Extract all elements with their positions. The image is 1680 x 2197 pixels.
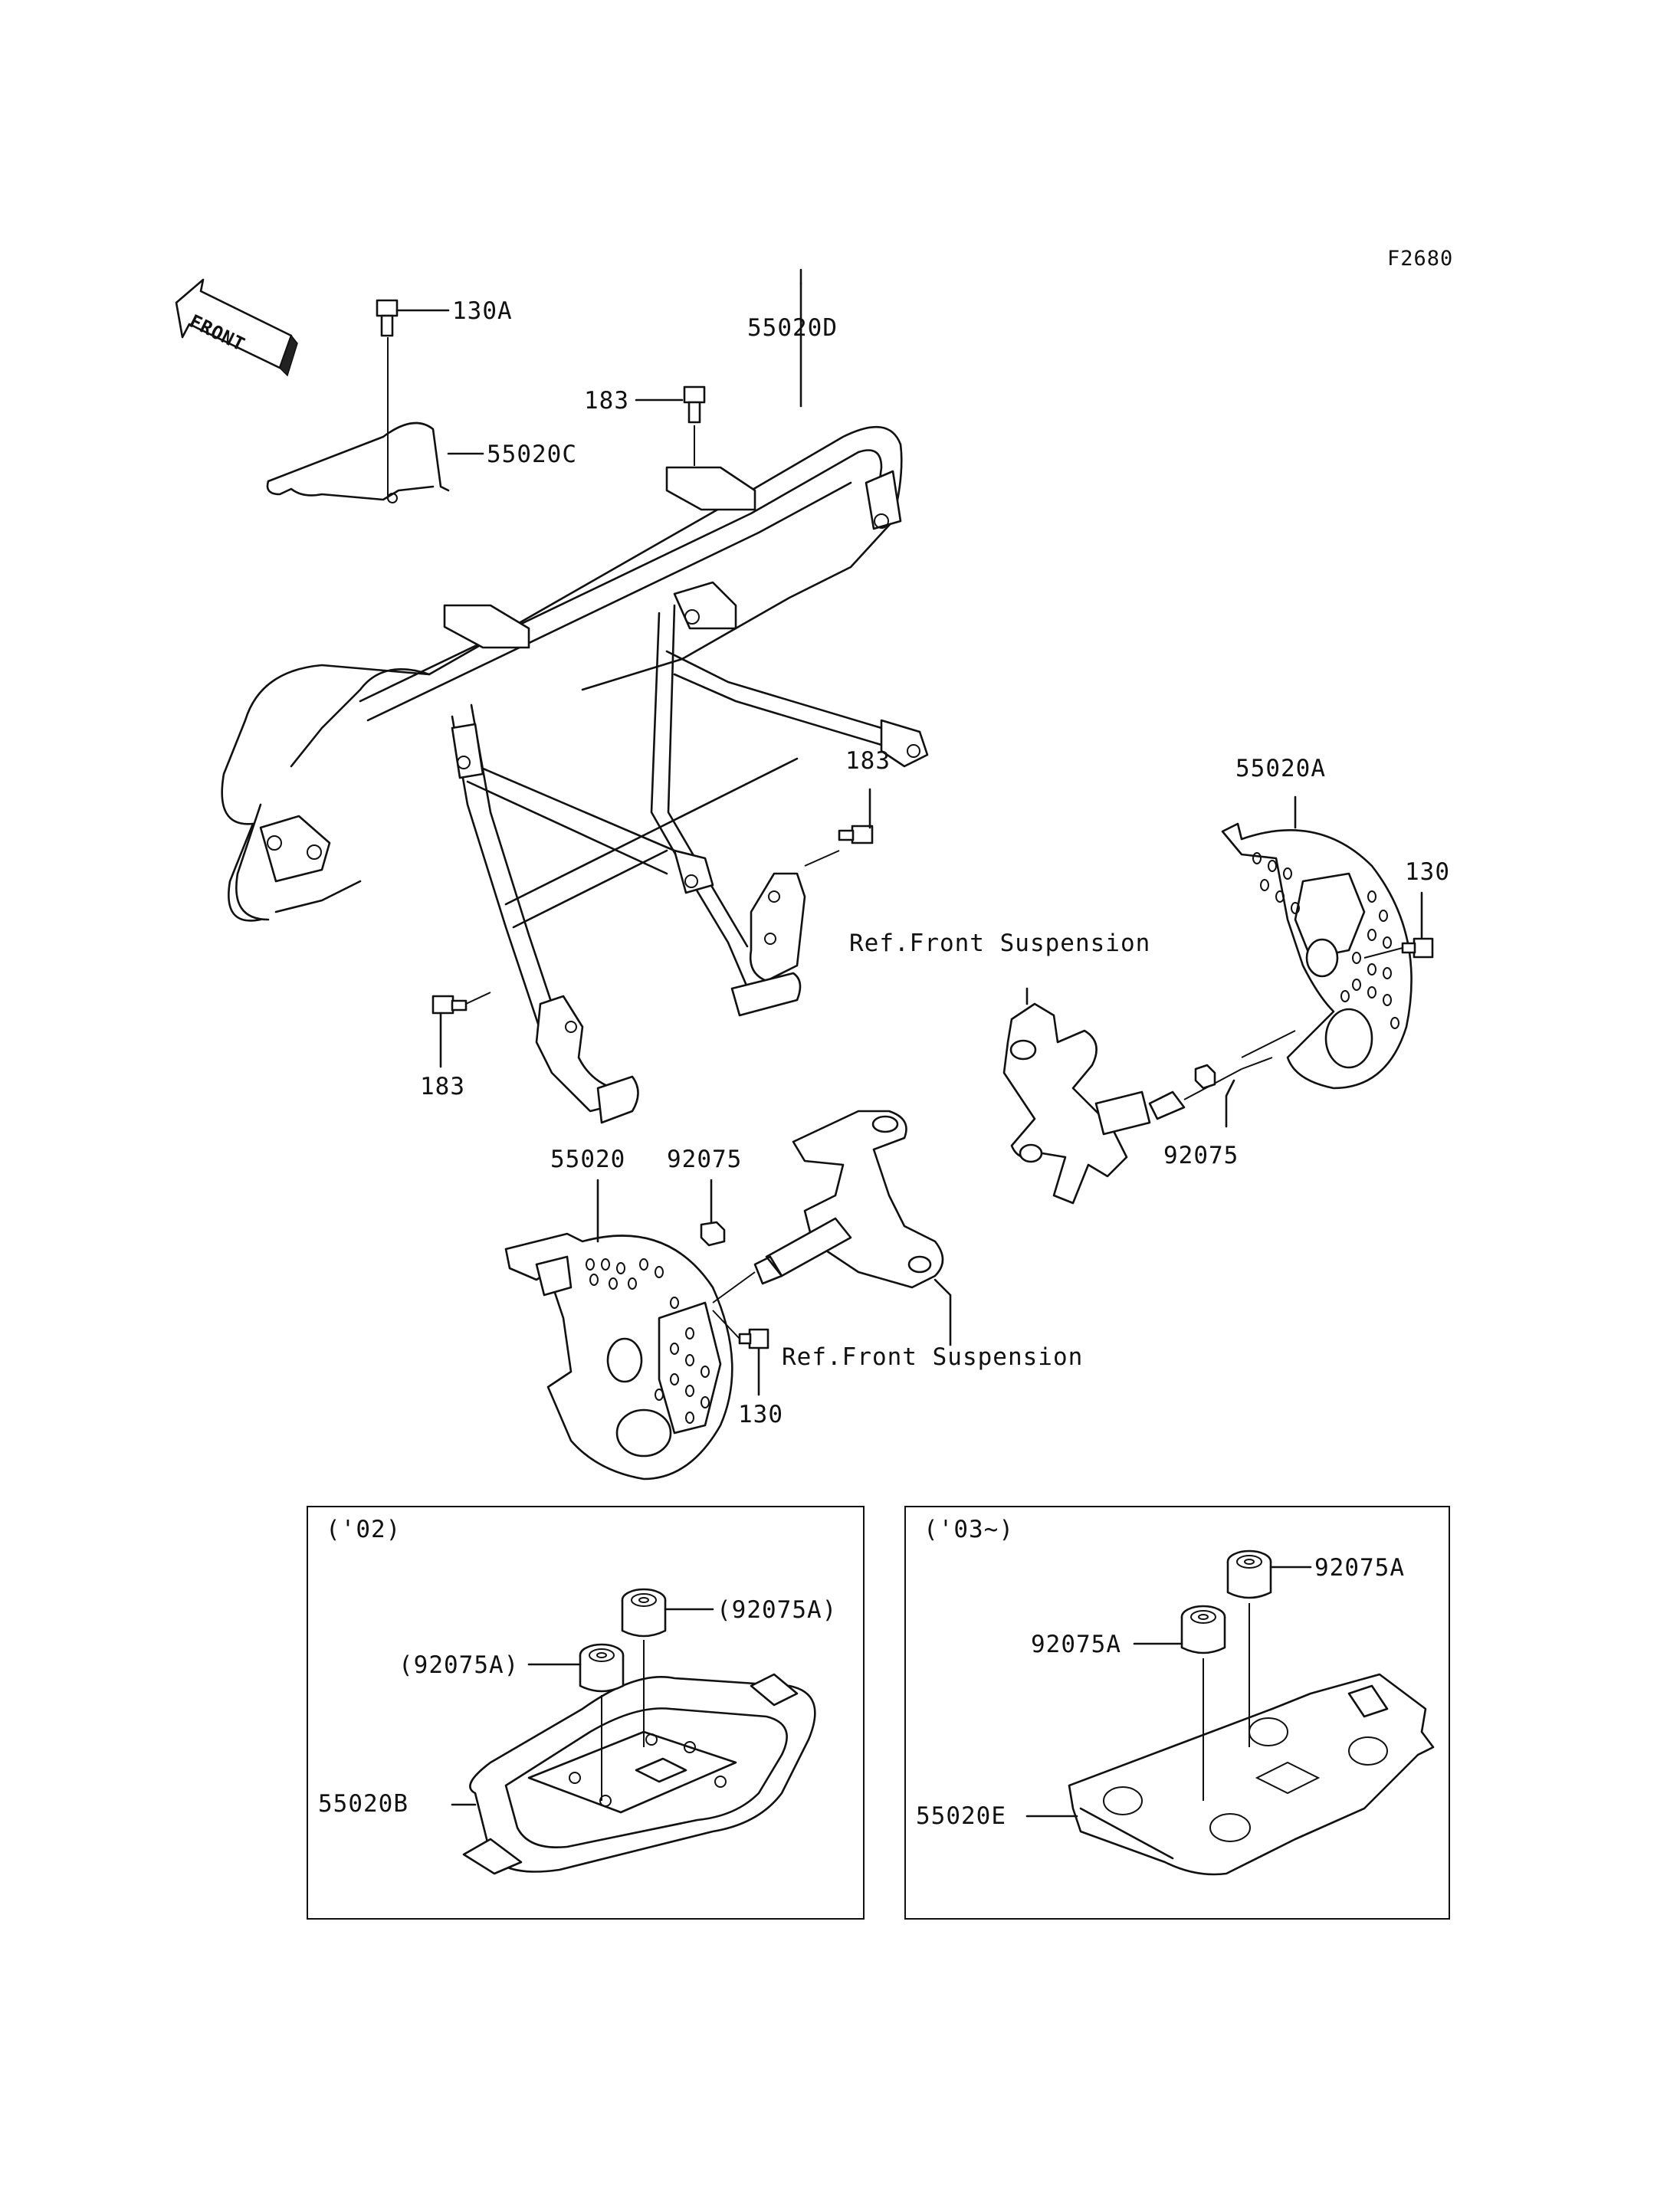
bracket-55020c-icon	[266, 421, 484, 503]
callout-55020: 55020	[550, 1146, 626, 1173]
ref-front-suspension-left: Ref.Front Suspension	[782, 1343, 1084, 1371]
front-arrow-icon	[175, 278, 298, 377]
damper-left-2002-icon	[527, 1643, 625, 1801]
nut-92075-right-icon	[1194, 1030, 1296, 1128]
right-steering-knuckle-icon	[1002, 987, 1273, 1205]
damper-left-2003-icon	[1133, 1605, 1226, 1801]
left-disc-cover-55020-icon	[504, 1179, 733, 1481]
bolt-183-top-icon	[635, 385, 706, 466]
damper-top-2002-icon	[621, 1588, 714, 1747]
skid-plate-55020e-icon	[1025, 1673, 1435, 1876]
ref-front-suspension-right: Ref.Front Suspension	[849, 930, 1151, 957]
callout-55020b: 55020B	[318, 1790, 409, 1818]
callout-130-right: 130	[1405, 858, 1450, 886]
callout-92075a-2003-top: 92075A	[1314, 1554, 1405, 1582]
inset-2002-frame	[307, 1506, 865, 1920]
bolt-130-left-icon	[712, 1310, 769, 1396]
callout-183-left: 183	[420, 1073, 465, 1100]
inset-2003-frame	[904, 1506, 1450, 1920]
callout-55020a: 55020A	[1235, 755, 1326, 782]
figure-code: F2680	[1387, 247, 1454, 271]
callout-92075-right: 92075	[1163, 1142, 1239, 1169]
inset-2003-year: ('03~)	[924, 1516, 1014, 1543]
callout-130a: 130A	[452, 297, 513, 325]
callout-55020e: 55020E	[916, 1802, 1006, 1830]
callout-130-left: 130	[738, 1401, 783, 1428]
bolt-183-right-icon	[804, 788, 874, 867]
callout-183-top: 183	[584, 387, 629, 415]
skid-plate-55020b-icon	[451, 1673, 816, 1875]
right-disc-cover-55020a-icon	[1221, 795, 1413, 1090]
callout-55020d: 55020D	[747, 314, 838, 342]
bolt-130-right-icon	[1363, 891, 1434, 959]
inset-2002-year: ('02)	[326, 1516, 402, 1543]
callout-92075a-2003-left: 92075A	[1031, 1631, 1121, 1658]
callout-92075a-2002-top: (92075A)	[717, 1596, 838, 1624]
callout-92075a-2002-left: (92075A)	[399, 1651, 520, 1679]
left-steering-knuckle-icon	[712, 1110, 952, 1346]
callout-55020c: 55020C	[487, 441, 577, 468]
callout-183-right: 183	[845, 747, 891, 775]
bolt-130a-icon	[376, 299, 450, 498]
front-guard-55020d-icon	[221, 268, 929, 1124]
bolt-183-left-icon	[431, 992, 491, 1068]
callout-92075-left: 92075	[667, 1146, 743, 1173]
nut-92075-left-icon	[700, 1179, 726, 1247]
damper-top-2003-icon	[1226, 1549, 1312, 1747]
